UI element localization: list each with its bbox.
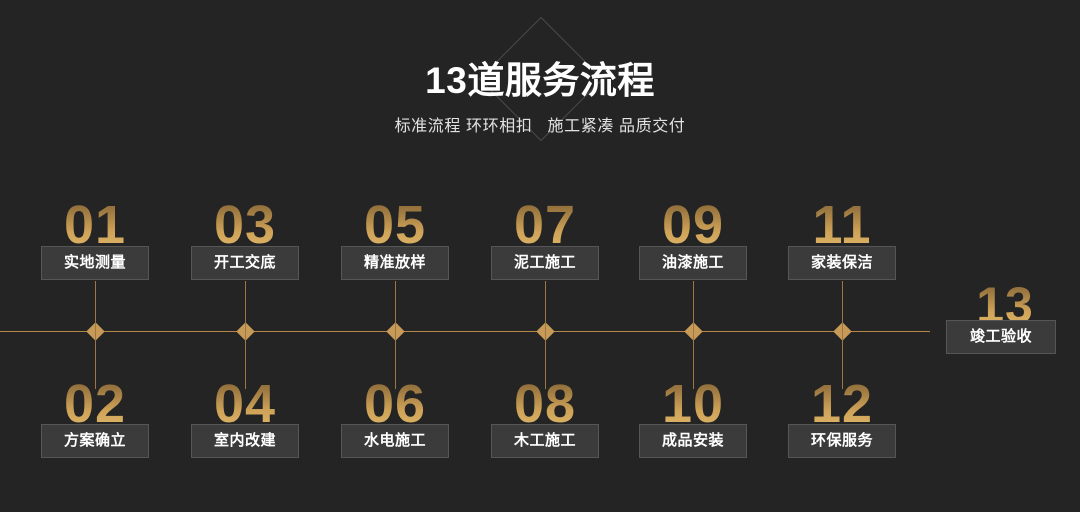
step-label[interactable]: 家装保洁 [788,246,896,280]
timeline-connector-up [394,281,396,332]
step-number: 04 [170,375,320,433]
timeline-connector-down [94,331,96,389]
step-label[interactable]: 竣工验收 [946,320,1056,354]
timeline-axis [0,331,930,332]
step-number: 03 [170,196,320,254]
timeline-connector-up [841,281,843,332]
step-number: 12 [767,375,917,433]
timeline-connector-down [841,331,843,389]
step-label[interactable]: 油漆施工 [639,246,747,280]
step-number: 06 [320,375,470,433]
step-label[interactable]: 泥工施工 [491,246,599,280]
step-label[interactable]: 精准放样 [341,246,449,280]
timeline-connector-down [544,331,546,389]
header: 13道服务流程 标准流程 环环相扣 施工紧凑 品质交付 [0,0,1080,180]
step-number: 10 [618,375,768,433]
page-title: 13道服务流程 [425,60,655,101]
step-label[interactable]: 开工交底 [191,246,299,280]
step-label[interactable]: 方案确立 [41,424,149,458]
page-subtitle: 标准流程 环环相扣 施工紧凑 品质交付 [394,118,686,135]
timeline-connector-down [394,331,396,389]
timeline-connector-up [244,281,246,332]
step-number: 07 [470,196,620,254]
step-number: 08 [470,375,620,433]
step-label[interactable]: 实地测量 [41,246,149,280]
timeline-connector-down [244,331,246,389]
timeline-connector-down [692,331,694,389]
step-label[interactable]: 水电施工 [341,424,449,458]
step-number: 02 [20,375,170,433]
timeline-connector-up [544,281,546,332]
timeline-connector-up [94,281,96,332]
step-label[interactable]: 室内改建 [191,424,299,458]
step-number: 11 [767,196,917,254]
step-label[interactable]: 木工施工 [491,424,599,458]
step-number: 05 [320,196,470,254]
step-label[interactable]: 成品安装 [639,424,747,458]
step-number: 01 [20,196,170,254]
step-label[interactable]: 环保服务 [788,424,896,458]
timeline-connector-up [692,281,694,332]
step-number: 09 [618,196,768,254]
